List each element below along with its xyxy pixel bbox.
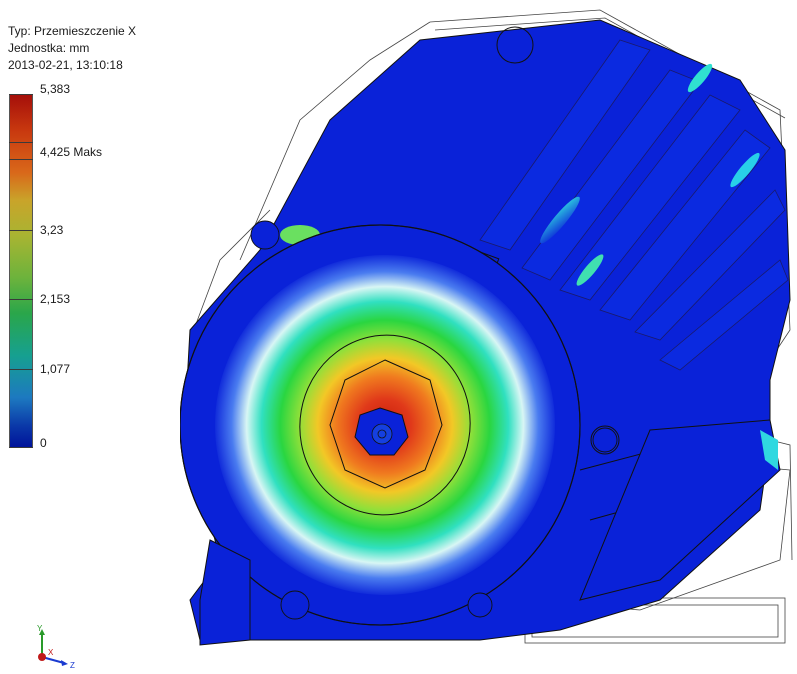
- motor-model[interactable]: [179, 0, 797, 669]
- legend-label-max: 5,383: [40, 82, 71, 96]
- model-viewport[interactable]: [179, 0, 797, 669]
- result-type: Typ: Przemieszczenie X: [8, 24, 137, 38]
- result-timestamp: 2013-02-21, 13:10:18: [8, 58, 123, 72]
- legend-tick: [9, 447, 33, 448]
- legend-label-1: 1,077: [40, 362, 71, 376]
- legend-label-3: 3,23: [40, 223, 64, 237]
- result-info: Typ: Przemieszczenie X Jednostka: mm 201…: [8, 23, 136, 74]
- x-axis-label: X: [48, 648, 54, 657]
- z-axis-label: Z: [70, 661, 75, 669]
- legend-tick: [9, 369, 33, 370]
- legend-tick: [9, 142, 33, 143]
- legend-label-maks: 4,425 Maks: [40, 145, 103, 159]
- legend-label-2: 2,153: [40, 292, 71, 306]
- mounting-feet: [199, 419, 781, 646]
- legend-label-0: 0: [40, 436, 47, 450]
- legend-tick: [9, 230, 33, 231]
- y-axis-label: Y: [37, 625, 43, 633]
- shaft: [354, 407, 409, 456]
- legend-tick: [9, 299, 33, 300]
- flange-rings: [179, 224, 581, 626]
- bolts: [250, 220, 618, 620]
- x-axis-dot: [38, 653, 46, 661]
- legend-tick: [9, 159, 33, 160]
- legend-tick: [9, 94, 33, 95]
- result-unit: Jednostka: mm: [8, 41, 90, 55]
- legend-colorbar: [9, 94, 33, 448]
- view-triad[interactable]: Y X Z: [30, 624, 80, 670]
- cooling-fins: [280, 39, 789, 371]
